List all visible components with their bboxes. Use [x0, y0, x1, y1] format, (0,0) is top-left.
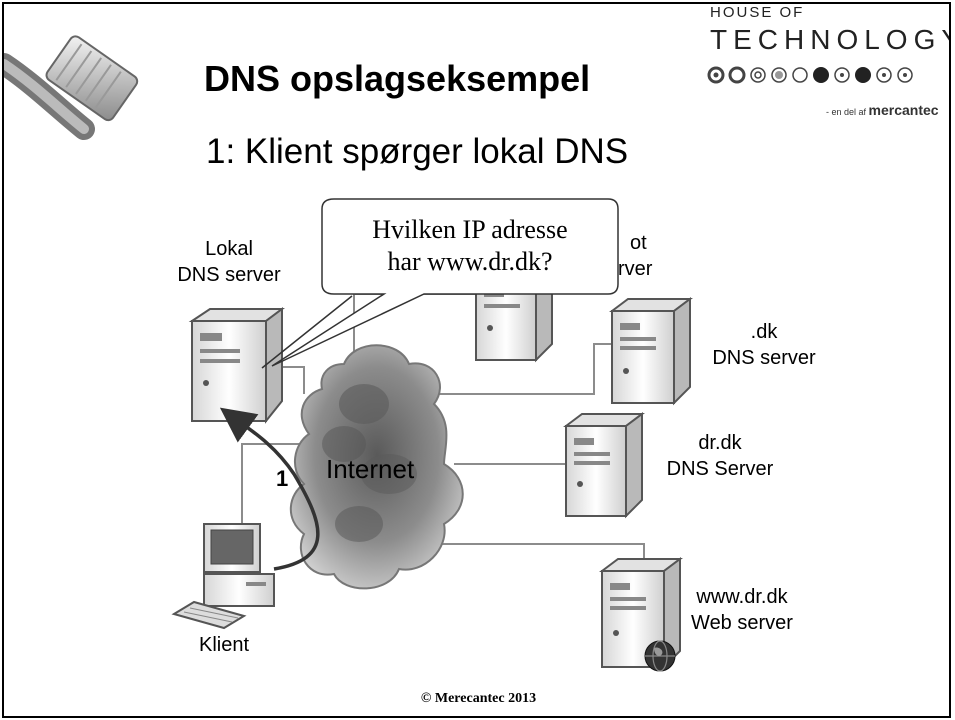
network-diagram [4, 35, 913, 672]
label-root-dns: ot rver [618, 232, 653, 280]
label-dk-dns: .dk DNS server [712, 321, 816, 369]
client-computer-icon [171, 523, 275, 630]
logo-prefix: - en del af [826, 107, 867, 117]
step-number: 1 [276, 466, 289, 491]
logo-line1: HOUSE OF [710, 4, 805, 21]
speech-callout [271, 198, 619, 367]
label-drdk-dns: dr.dk DNS Server [666, 432, 774, 480]
logo-tagline: - en del af mercantec [826, 102, 939, 118]
logo-line2: TECHNOLOGY [710, 24, 951, 55]
server-icon [609, 297, 693, 406]
internet-cloud [289, 344, 464, 590]
callout-line1: Hvilken IP adresse [372, 215, 568, 244]
logo-brand: mercantec [868, 102, 939, 118]
slide-title: DNS opslagseksempel [204, 58, 591, 99]
footer-copyright: © Merecantec 2013 [420, 691, 537, 706]
label-local-dns: Lokal DNS server [177, 238, 281, 286]
logo-circles [707, 66, 913, 84]
ethernet-cable-icon [4, 35, 139, 140]
query-arrow [219, 407, 320, 571]
callout-line2: har www.dr.dk? [387, 247, 553, 276]
link-client [241, 443, 304, 529]
label-client: Klient [198, 634, 250, 656]
server-icon [188, 307, 285, 424]
globe-icon [644, 640, 676, 672]
callout-text: Hvilken IP adresse har www.dr.dk? [322, 214, 618, 278]
cloud-label: Internet [326, 454, 415, 484]
link-dk-dns [429, 343, 616, 395]
server-icon [563, 412, 645, 519]
label-web-server: www.dr.dk Web server [691, 586, 793, 634]
slide-subtitle: 1: Klient spørger lokal DNS [206, 132, 629, 171]
